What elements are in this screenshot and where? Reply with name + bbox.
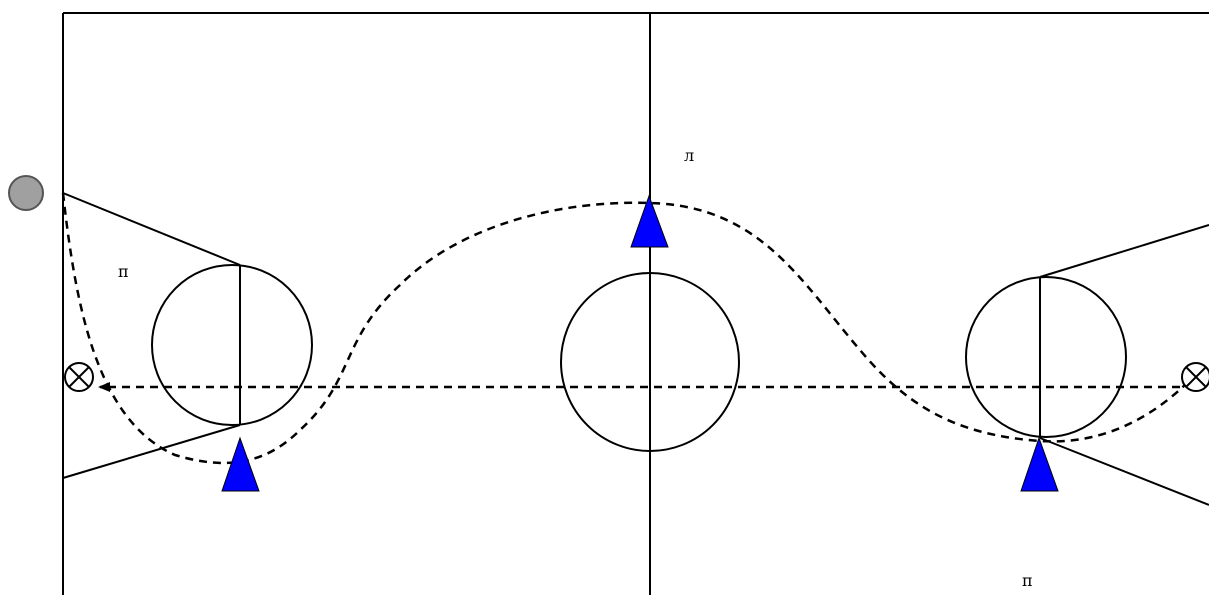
label-top-center: л: [684, 146, 695, 165]
skating-path: [61, 192, 1191, 465]
ball-icon: [8, 175, 44, 211]
left-faceoff-zone: [62, 192, 313, 479]
center-circle: [560, 272, 740, 452]
triangle-cone-icon: [221, 436, 260, 492]
triangle-cone-icon: [630, 194, 669, 248]
right-faceoff-zone: [965, 224, 1209, 506]
label-left-wing: п: [118, 262, 129, 281]
label-bottom-right: п: [1022, 571, 1033, 590]
rink-border: [62, 12, 1209, 595]
cross-circle-icon: [1181, 362, 1209, 392]
cross-circle-icon: [64, 362, 94, 392]
triangle-cone-icon: [1020, 436, 1059, 492]
